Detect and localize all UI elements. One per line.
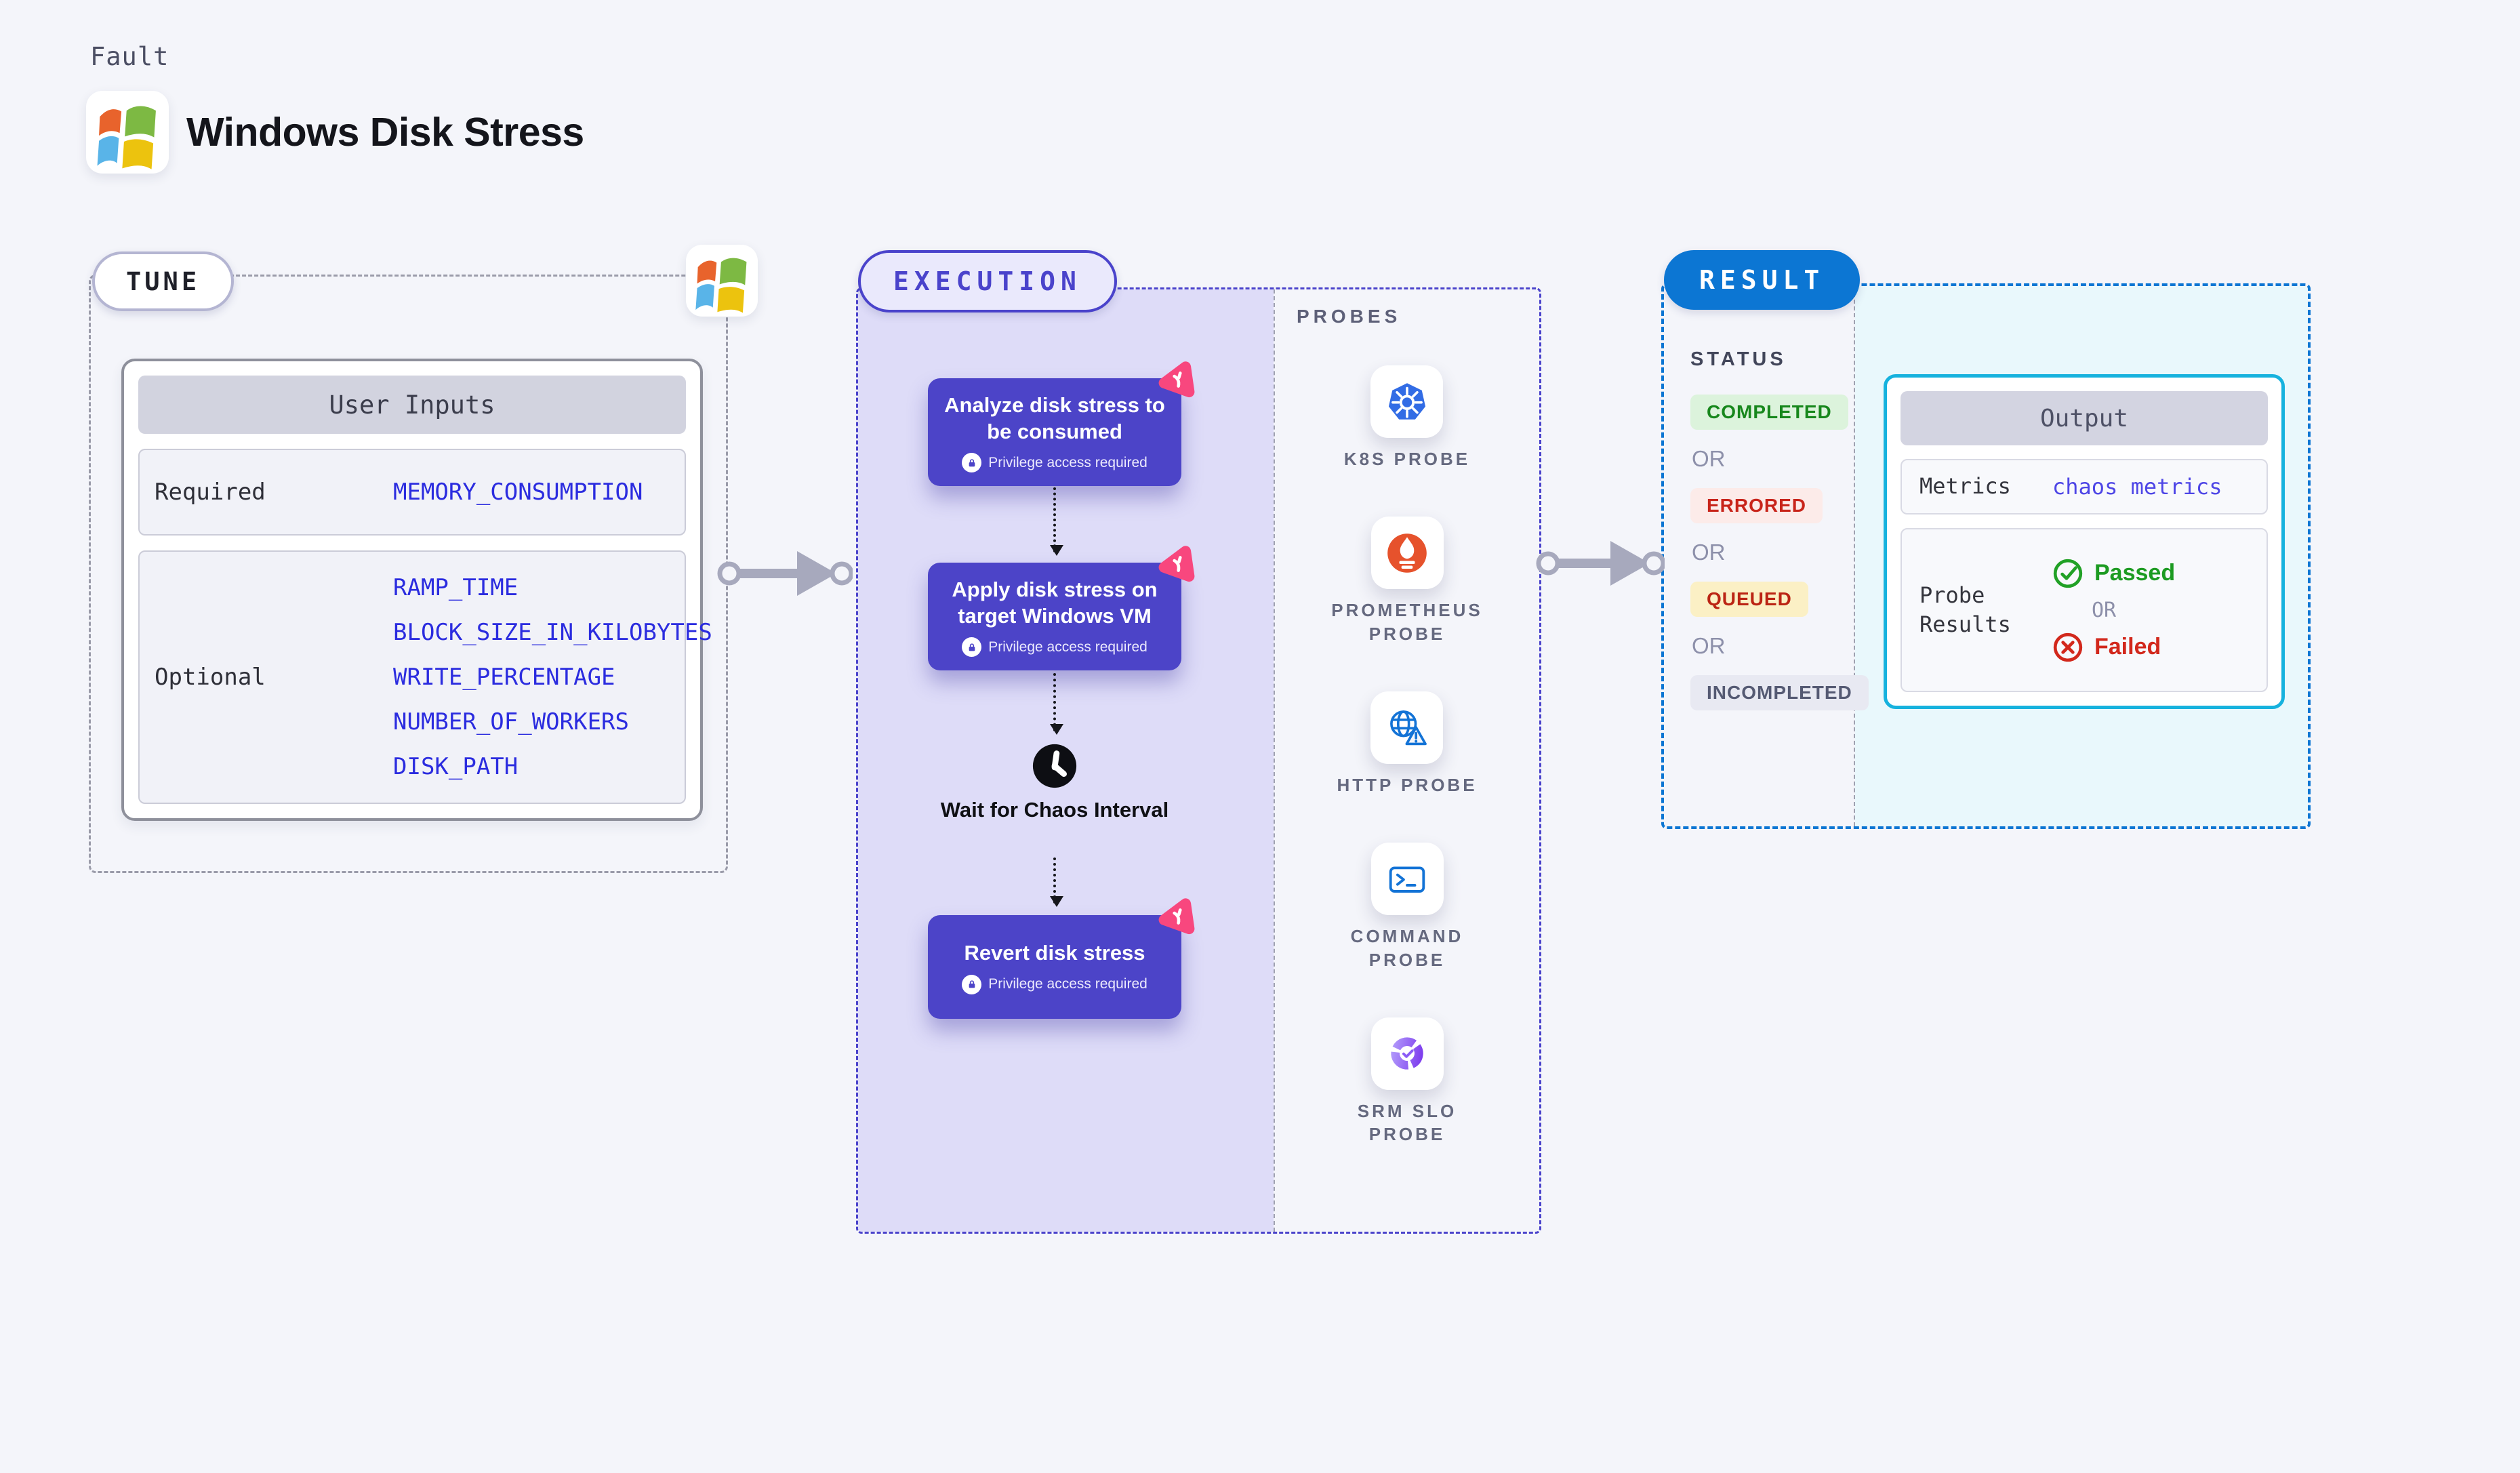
chaos-flag-icon <box>1158 546 1195 582</box>
execution-step-analyze: Analyze disk stress to be consumed Privi… <box>928 361 1195 487</box>
output-table: Output Metrics chaos metrics Probe Resul… <box>1884 374 2285 709</box>
lock-icon <box>962 974 982 994</box>
probe-label: COMMAND PROBE <box>1350 926 1464 970</box>
probe-label: SRM SLO PROBE <box>1357 1100 1457 1145</box>
execution-step-apply: Apply disk stress on target Windows VM P… <box>928 546 1195 671</box>
output-title: Output <box>1901 391 2268 445</box>
optional-param-link[interactable]: NUMBER_OF_WORKERS <box>393 708 629 735</box>
probe-failed-indicator: Failed <box>2052 632 2175 663</box>
http-globe-icon <box>1370 691 1444 764</box>
user-inputs-table: User Inputs Required MEMORY_CONSUMPTION … <box>121 359 712 821</box>
optional-inputs-row: Optional RAMP_TIME BLOCK_SIZE_IN_KILOBYT… <box>138 550 712 804</box>
flow-connector-arrow <box>1050 673 1063 735</box>
probe-item-prometheus: PROMETHEUS PROBE <box>1328 517 1487 645</box>
clock-icon <box>1032 744 1077 788</box>
privilege-note: Privilege access required <box>962 637 1147 658</box>
or-label: OR <box>2092 598 2117 622</box>
status-badge-errored: ERRORED <box>1690 488 1823 523</box>
windows-logo-icon <box>86 91 169 174</box>
probe-label: PROMETHEUS PROBE <box>1331 600 1483 644</box>
probe-label: K8S PROBE <box>1343 449 1471 469</box>
kubernetes-icon <box>1370 365 1444 438</box>
step-title: Analyze disk stress to be consumed <box>944 393 1165 444</box>
status-output-divider <box>1854 286 1855 826</box>
user-inputs-title: User Inputs <box>138 376 686 434</box>
page-title: Windows Disk Stress <box>186 110 584 155</box>
step-title: Apply disk stress on target Windows VM <box>952 578 1158 628</box>
probe-results-label: Probe Results <box>1919 582 2011 637</box>
optional-param-link[interactable]: BLOCK_SIZE_IN_KILOBYTES <box>393 619 712 646</box>
status-badge-queued: QUEUED <box>1690 582 1808 617</box>
probe-item-k8s: K8S PROBE <box>1344 365 1470 470</box>
probe-item-srm-slo: SRM SLO PROBE <box>1328 1017 1487 1146</box>
metrics-row: Metrics chaos metrics <box>1901 459 2268 514</box>
probe-label: HTTP PROBE <box>1337 774 1478 795</box>
status-list: COMPLETED OR ERRORED OR QUEUED OR INCOMP… <box>1690 395 1869 710</box>
tune-section-badge: TUNE <box>92 251 235 311</box>
result-section-badge: RESULT <box>1664 250 1861 310</box>
prometheus-icon <box>1370 517 1444 590</box>
step-title: Revert disk stress <box>964 941 1145 965</box>
probe-results-row: Probe Results Passed OR <box>1901 528 2268 692</box>
chaos-flag-icon <box>1158 898 1195 935</box>
execution-to-result-arrow <box>1536 541 1665 586</box>
optional-param-link[interactable]: RAMP_TIME <box>393 574 519 601</box>
optional-label: Optional <box>155 664 266 691</box>
probes-panel: PROBES <box>1274 289 1539 1232</box>
probe-passed-indicator: Passed <box>2052 558 2175 589</box>
optional-param-link[interactable]: DISK_PATH <box>393 753 519 780</box>
probes-title: PROBES <box>1297 306 1402 327</box>
lock-icon <box>962 637 982 658</box>
execution-step-revert: Revert disk stress Privilege access requ… <box>928 898 1195 1019</box>
execution-section-badge: EXECUTION <box>858 250 1117 312</box>
privilege-note: Privilege access required <box>962 974 1147 994</box>
chaos-metrics-link[interactable]: chaos metrics <box>2052 474 2222 500</box>
required-label: Required <box>155 479 266 506</box>
result-section-box: STATUS COMPLETED OR ERRORED OR QUEUED OR… <box>1661 283 2311 829</box>
required-inputs-row: Required MEMORY_CONSUMPTION <box>138 449 686 536</box>
x-circle-icon <box>2053 632 2083 662</box>
status-title: STATUS <box>1690 348 1787 370</box>
windows-logo-small-icon <box>686 245 758 317</box>
chaos-flag-icon <box>1158 361 1195 398</box>
or-label: OR <box>1692 633 1726 658</box>
command-terminal-icon <box>1370 843 1444 916</box>
privilege-note: Privilege access required <box>962 453 1147 473</box>
tune-to-execution-arrow <box>717 551 853 596</box>
or-label: OR <box>1692 540 1726 565</box>
status-badge-completed: COMPLETED <box>1690 395 1848 430</box>
flow-connector-arrow <box>1050 487 1063 556</box>
metrics-label: Metrics <box>1919 473 2011 500</box>
status-badge-incompleted: INCOMPLETED <box>1690 675 1869 710</box>
fault-kind-label: Fault <box>90 42 169 71</box>
flow-connector-arrow <box>1050 857 1063 907</box>
execution-section-box: Analyze disk stress to be consumed Privi… <box>856 287 1541 1234</box>
page-header: Windows Disk Stress <box>86 91 584 174</box>
srm-slo-icon <box>1370 1017 1444 1090</box>
probe-item-http: HTTP PROBE <box>1337 691 1477 796</box>
lock-icon <box>962 453 982 473</box>
wait-for-chaos-interval-label: Wait for Chaos Interval <box>940 798 1169 822</box>
probe-item-command: COMMAND PROBE <box>1328 843 1487 971</box>
check-circle-icon <box>2053 559 2083 588</box>
required-param-link[interactable]: MEMORY_CONSUMPTION <box>393 479 643 506</box>
optional-param-link[interactable]: WRITE_PERCENTAGE <box>393 664 615 691</box>
or-label: OR <box>1692 446 1726 471</box>
